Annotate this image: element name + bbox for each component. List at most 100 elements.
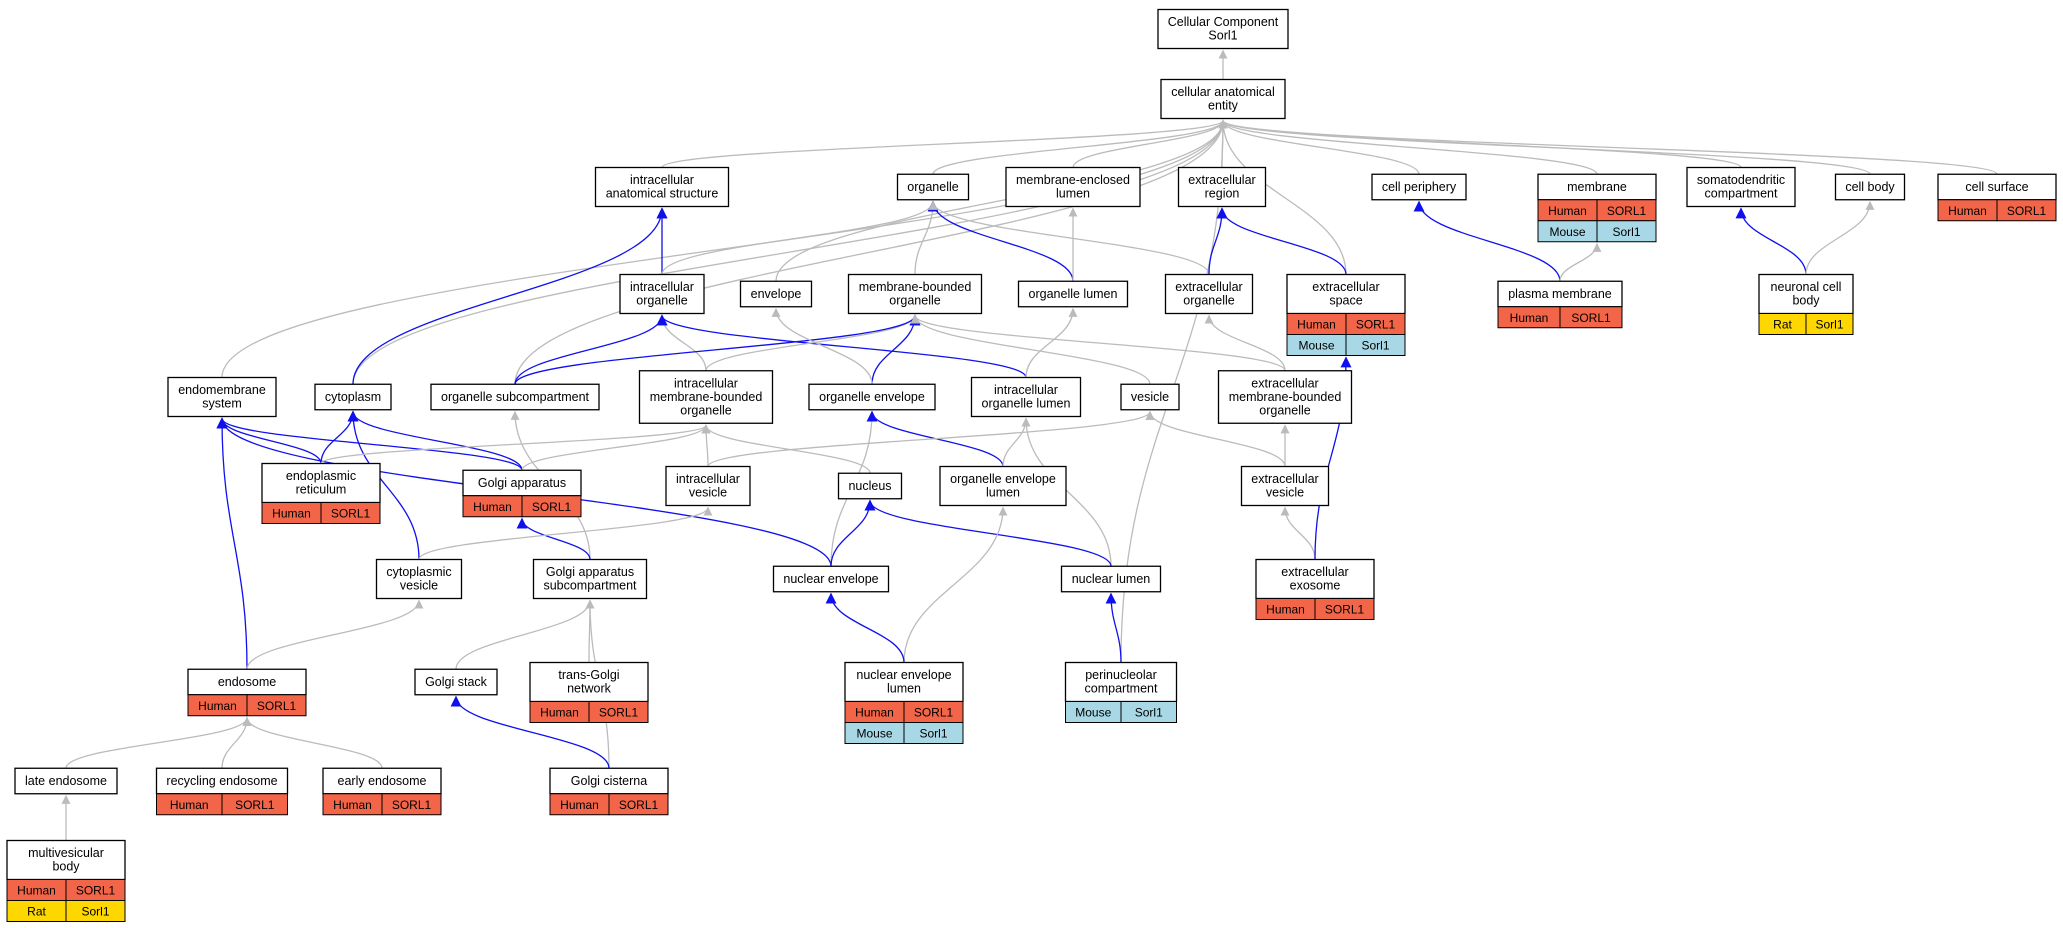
species-label: Human [1548, 204, 1587, 218]
edge-is_a-imbo-to-mbo [705, 314, 920, 371]
go-term-label: region [1205, 187, 1240, 201]
species-label: Human [17, 884, 56, 898]
edge-part_of-golgi-to-endosys [216, 417, 523, 471]
edge-part_of-orgenv-to-mbo [871, 314, 921, 385]
go-term-label: compartment [1705, 187, 1778, 201]
go-term-box [529, 661, 649, 703]
go-term-label: nuclear envelope [856, 668, 951, 682]
go-term-box [665, 465, 751, 507]
gene-cell [221, 793, 288, 816]
go-term-node-orglumen: organelle lumen [1017, 280, 1129, 308]
go-term-label: organelle [907, 180, 958, 194]
gene-cell [246, 694, 307, 717]
go-term-label: lumen [1056, 187, 1090, 201]
go-term-node-nucleus: nucleus [837, 472, 903, 500]
go-term-label: cell surface [1965, 180, 2028, 194]
go-term-box [970, 376, 1082, 418]
go-term-node-cellper: cell periphery [1371, 173, 1467, 201]
go-term-label: Golgi apparatus [546, 565, 634, 579]
species-label: Human [560, 798, 599, 812]
go-term-label: intracellular [676, 472, 740, 486]
edge-is_a-exves-to-vesicle [1145, 410, 1286, 467]
gene-symbol: SORL1 [599, 706, 639, 720]
go-term-box [619, 273, 705, 315]
edge-is_a-embo-to-mbo [910, 314, 1286, 372]
edge-is_a-nel-to-oel [903, 506, 1008, 663]
edge-is_a-cytoplasm-to-cae [352, 119, 1228, 385]
species-label: Human [272, 507, 311, 521]
go-term-label: compartment [1085, 682, 1158, 696]
species-label: Human [540, 706, 579, 720]
go-term-box [847, 273, 983, 315]
go-term-box [1064, 661, 1178, 703]
go-term-box [1497, 280, 1623, 308]
go-term-label: vesicle [1266, 486, 1304, 500]
species-label: Human [1510, 311, 1549, 325]
go-term-box [1120, 383, 1180, 411]
go-term-box [638, 370, 774, 424]
go-term-label: early endosome [338, 774, 427, 788]
edge-is_a-intves-to-imbo [701, 424, 711, 467]
go-term-label: organelle [1259, 403, 1310, 417]
edge-is_a-endosome-to-cytves [246, 599, 424, 670]
go-term-label: extracellular [1281, 565, 1348, 579]
go-term-label: somatodendritic [1697, 173, 1785, 187]
edge-part_of-nel-to-nucenv [825, 592, 905, 663]
gene-symbol: SORL1 [1325, 603, 1365, 617]
go-term-label: organelle lumen [1029, 287, 1118, 301]
edge-is_a-cellbody-to-cae [1218, 119, 1871, 175]
go-term-box [167, 376, 277, 418]
edge-part_of-orgsub-to-intorg [514, 314, 668, 385]
edge-is_a-earlyendo-to-endosome [242, 716, 383, 769]
gene-symbol: SORL1 [1571, 311, 1611, 325]
go-term-label: membrane-bounded [859, 280, 972, 294]
species-label: Human [1948, 204, 1987, 218]
go-term-label: membrane-enclosed [1016, 173, 1130, 187]
edge-part_of-cytoplasm-to-ias [352, 207, 668, 385]
gene-symbol: SORL1 [1607, 204, 1647, 218]
go-term-node-cellbody: cell body [1834, 173, 1906, 201]
go-term-box [314, 383, 392, 411]
edge-is_a-organelle-to-cae [932, 119, 1228, 175]
edge-part_of-iol-to-intorg [656, 314, 1027, 378]
go-term-label: nuclear lumen [1072, 572, 1151, 586]
edge-part_of-nucenv-to-nucleus [830, 499, 876, 567]
gene-symbol: SORL1 [257, 699, 297, 713]
go-term-box [1005, 166, 1141, 208]
gene-cell [608, 793, 669, 816]
go-term-label: multivesicular [28, 846, 104, 860]
go-term-label: extracellular [1251, 472, 1318, 486]
gene-cell [65, 900, 126, 922]
go-term-label: system [202, 397, 242, 411]
gene-cell [1314, 598, 1375, 620]
edge-is_a-er-to-imbo [320, 424, 711, 465]
species-label: Human [198, 699, 237, 713]
edge-part_of-orglumen-to-organelle [927, 200, 1074, 282]
gene-cell [1120, 701, 1177, 723]
gene-cell [1805, 313, 1854, 335]
go-term-label: extracellular [1312, 280, 1379, 294]
go-term-box [261, 462, 381, 504]
edge-is_a-vesicle-to-mbo [910, 314, 1151, 385]
go-term-box [1060, 565, 1162, 593]
go-term-label: organelle lumen [982, 397, 1071, 411]
go-term-label: organelle [636, 294, 687, 308]
edge-is_a-cellper-to-cae [1218, 119, 1420, 175]
go-term-box [322, 767, 442, 795]
go-term-label: vesicle [400, 579, 438, 593]
go-term-label: vesicle [689, 486, 727, 500]
species-label: Human [473, 500, 512, 514]
edge-part_of-perinuc-to-nuclumen [1105, 592, 1122, 663]
edge-is_a-membrane-to-cae [1218, 119, 1598, 175]
gene-cell [320, 502, 381, 524]
